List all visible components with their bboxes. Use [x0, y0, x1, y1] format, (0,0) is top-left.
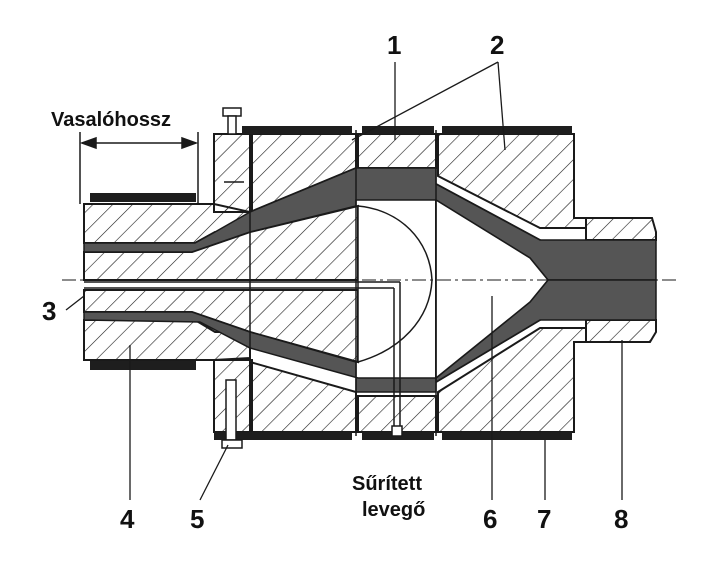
part-number-8: 8 — [614, 504, 628, 534]
heater-band-ring-top — [362, 126, 434, 134]
leader-lines — [65, 61, 623, 501]
heater-band-sleeve-top — [90, 193, 196, 202]
heater-band-rear-top — [442, 126, 572, 134]
heater-band-rear-bottom — [442, 432, 572, 440]
part-number-2: 2 — [490, 30, 504, 60]
heater-band-die-top — [242, 126, 352, 134]
part-number-5: 5 — [190, 504, 204, 534]
bolt-bottom — [221, 379, 243, 449]
mandrel-tip — [357, 205, 433, 363]
spider-ring-upper — [357, 133, 437, 169]
part-number-6: 6 — [483, 504, 497, 534]
flange-ring-upper — [213, 133, 253, 213]
heater-band-die-bottom — [214, 432, 352, 440]
heater-band-sleeve-bottom — [90, 361, 196, 370]
part-number-1: 1 — [387, 30, 401, 60]
part-number-7: 7 — [537, 504, 551, 534]
length-dimension — [79, 132, 199, 204]
melt-channel-upper — [83, 167, 657, 281]
part-number-3: 3 — [42, 296, 56, 326]
part-number-4: 4 — [120, 504, 135, 534]
section-lines — [249, 130, 437, 436]
bolt-top — [222, 107, 244, 183]
air-label-line2: levegő — [362, 499, 425, 521]
adapter-lower — [585, 319, 657, 343]
length-label: Vasalóhossz — [51, 109, 171, 131]
air-label-line1: Sűrített — [352, 473, 422, 495]
adapter-upper — [585, 217, 657, 241]
air-channel — [84, 281, 403, 437]
